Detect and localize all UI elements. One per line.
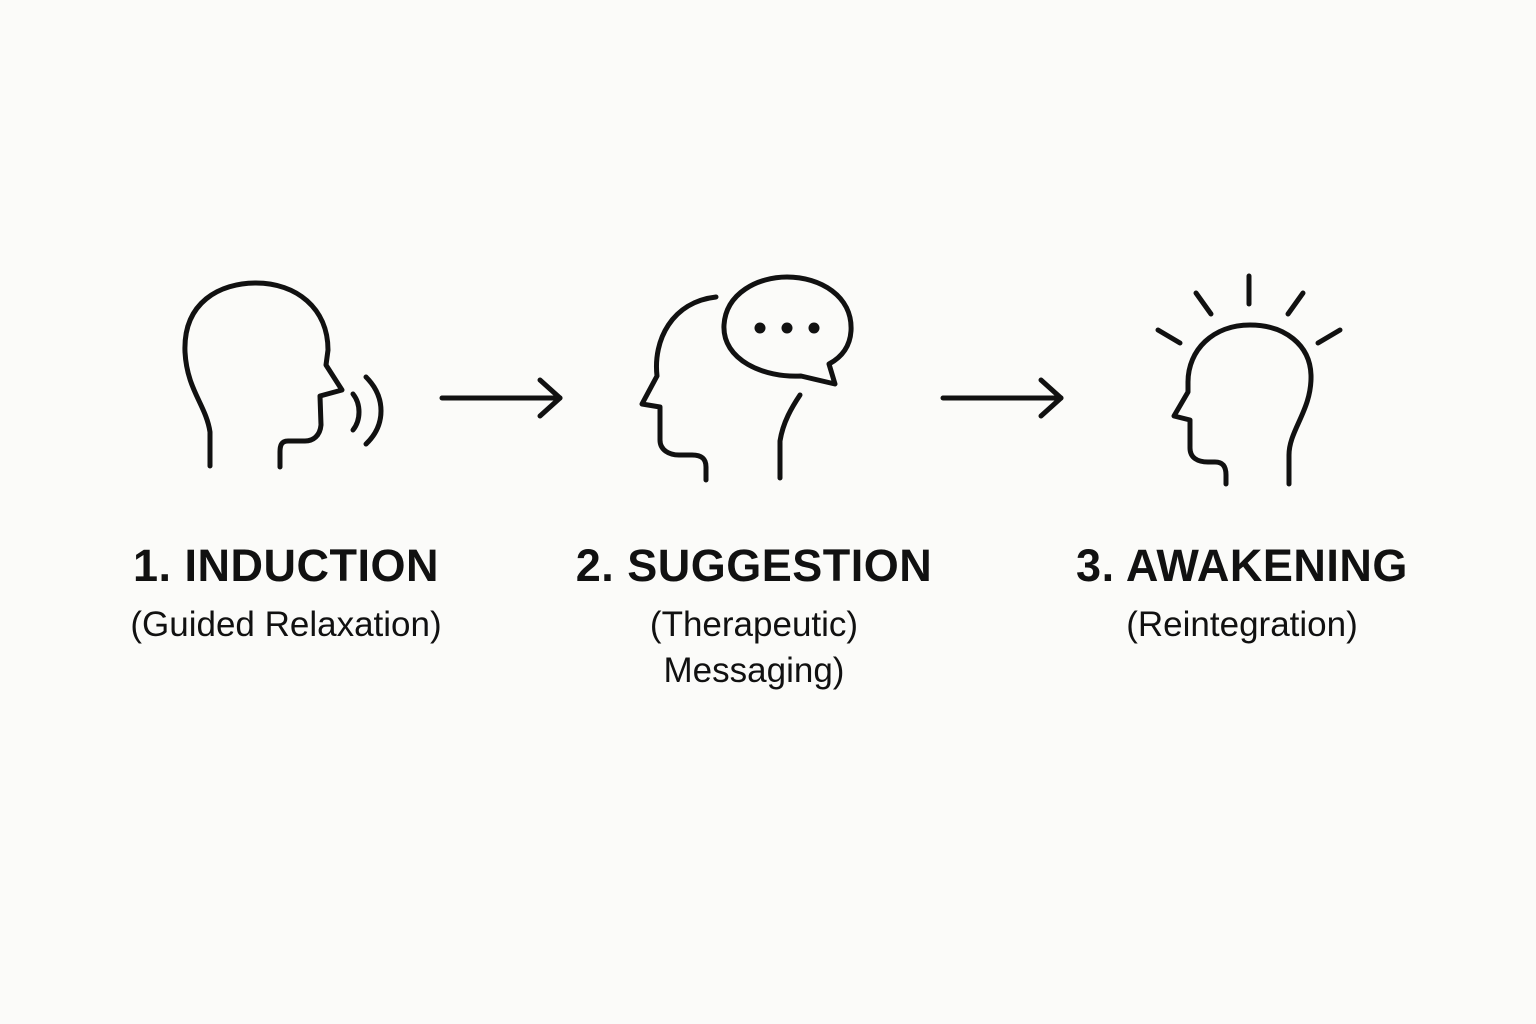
step-2-subtitle: (Therapeutic) Messaging): [649, 605, 859, 690]
step-3-subtitle: (Reintegration): [1126, 605, 1358, 644]
step-3: 3. AWAKENING (Reintegration): [1022, 540, 1462, 648]
head-speech-bubble-icon: [639, 274, 854, 483]
head-speaking-icon: [182, 280, 384, 470]
step-1: 1. INDUCTION (Guided Relaxation): [66, 540, 506, 648]
arrow-right-icon: [439, 377, 563, 419]
step-2-title: 2. SUGGESTION: [575, 540, 933, 591]
step-3-title: 3. AWAKENING: [1076, 540, 1408, 591]
head-radiant-icon: [1155, 273, 1343, 487]
step-2: 2. SUGGESTION (Therapeutic) Messaging): [534, 540, 974, 694]
step-1-title: 1. INDUCTION: [132, 540, 439, 591]
arrow-right-icon: [940, 377, 1064, 419]
step-1-subtitle: (Guided Relaxation): [130, 605, 442, 644]
